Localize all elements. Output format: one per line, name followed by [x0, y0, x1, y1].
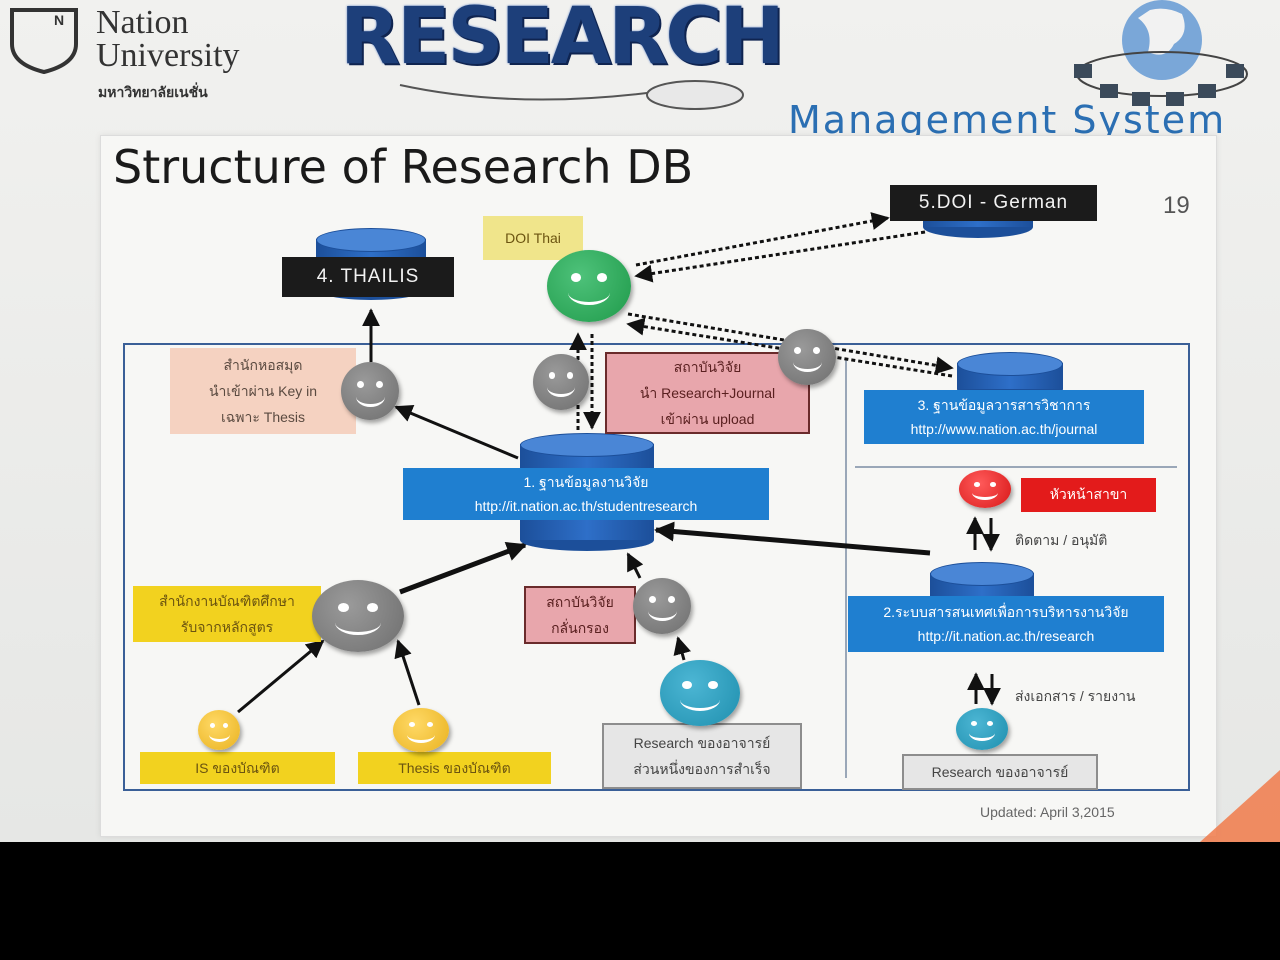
screen: N Nation University มหาวิทยาลัยเนชั่น RE… — [0, 0, 1280, 842]
journal-db-url: http://www.nation.ac.th/journal — [910, 421, 1098, 437]
mis-title: 2.ระบบสารสนเทศเพื่อการบริหารงานวิจัย — [883, 604, 1129, 620]
grad-office-smiley-icon — [312, 580, 404, 652]
slide-page-number: 19 — [1163, 192, 1190, 219]
institute-screen-box: สถาบันวิจัย กลั่นกรอง — [524, 586, 636, 644]
grad-office-line2: รับจากหลักสูตร — [180, 619, 274, 635]
nation-university-logo: N Nation University มหาวิทยาลัยเนชั่น — [8, 6, 278, 106]
grad-office-line1: สำนักงานบัณฑิตศึกษา — [159, 593, 295, 609]
research-staff-success-line2: ส่วนหนึ่งของการสำเร็จ — [633, 761, 771, 777]
follow-approve-label: ติดตาม / อนุมัติ — [1015, 532, 1108, 548]
globe-network-icon — [1074, 0, 1248, 106]
staff-success-smiley-icon — [660, 660, 740, 726]
research-staff-box: Research ของอาจารย์ — [902, 754, 1098, 790]
updated-date: Updated: April 3,2015 — [980, 804, 1115, 820]
frame-divider — [845, 358, 847, 778]
library-line1: สำนักหอสมุด — [223, 357, 303, 373]
institute-screen-line2: กลั่นกรอง — [551, 620, 609, 636]
mis-url: http://it.nation.ac.th/research — [917, 628, 1095, 644]
institute-upload-line1: สถาบันวิจัย — [673, 359, 742, 375]
doi-thai-label: DOI Thai — [483, 216, 583, 260]
logo-name-line1: Nation — [96, 4, 189, 41]
mis-box: 2.ระบบสารสนเทศเพื่อการบริหารงานวิจัย htt… — [848, 596, 1164, 652]
research-db-title: 1. ฐานข้อมูลงานวิจัย — [523, 474, 649, 490]
head-dept-label: หัวหน้าสาขา — [1021, 478, 1156, 512]
diagram-frame — [123, 343, 1190, 791]
shield-icon — [10, 8, 78, 74]
journal-link-smiley-icon — [778, 329, 836, 385]
institute-screen-smiley-icon — [633, 578, 691, 634]
doi-thai-smiley-icon — [547, 250, 631, 322]
logo-letter: N — [54, 12, 65, 28]
library-line3: เฉพาะ Thesis — [220, 409, 306, 425]
mouse-icon — [399, 80, 744, 110]
library-smiley-icon — [341, 362, 399, 420]
thesis-grad-smiley-icon — [393, 708, 449, 752]
research-db-url: http://it.nation.ac.th/studentresearch — [474, 498, 698, 514]
library-line2: นำเข้าผ่าน Key in — [208, 383, 318, 399]
corner-accent — [1200, 770, 1280, 842]
thesis-grad-box: Thesis ของบัณฑิต — [358, 752, 551, 784]
staff-smiley-icon — [956, 708, 1008, 750]
grad-office-box: สำนักงานบัณฑิตศึกษา รับจากหลักสูตร — [133, 586, 321, 642]
institute-upload-box: สถาบันวิจัย นำ Research+Journal เข้าผ่าน… — [605, 352, 810, 434]
institute-upload-line3: เข้าผ่าน upload — [660, 411, 755, 427]
is-grad-smiley-icon — [198, 710, 240, 750]
thailis-label: 4. THAILIS — [282, 257, 454, 297]
institute-upload-line2: นำ Research+Journal — [639, 385, 776, 401]
research-staff-success-line1: Research ของอาจารย์ — [633, 735, 771, 751]
journal-db-box: 3. ฐานข้อมูลวารสารวิชาการ http://www.nat… — [864, 390, 1144, 444]
submit-report-label: ส่งเอกสาร / รายงาน — [1015, 688, 1136, 704]
research-banner: RESEARCH — [340, 0, 785, 82]
frame-divider-horizontal — [855, 466, 1177, 468]
logo-thai-name: มหาวิทยาลัยเนชั่น — [98, 85, 208, 101]
journal-db-title: 3. ฐานข้อมูลวารสารวิชาการ — [917, 397, 1091, 413]
institute-screen-line1: สถาบันวิจัย — [546, 594, 614, 610]
logo-name-line2: University — [96, 37, 240, 74]
is-grad-box: IS ของบัณฑิต — [140, 752, 335, 784]
management-system-subtitle: Management System — [788, 98, 1227, 142]
research-db-box: 1. ฐานข้อมูลงานวิจัย http://it.nation.ac… — [403, 468, 769, 520]
slide-title: Structure of Research DB — [113, 140, 694, 194]
head-dept-smiley-icon — [959, 470, 1011, 508]
doi-german-label: 5.DOI - German — [890, 185, 1097, 221]
research-staff-success-box: Research ของอาจารย์ ส่วนหนึ่งของการสำเร็… — [602, 723, 802, 789]
library-box: สำนักหอสมุด นำเข้าผ่าน Key in เฉพาะ Thes… — [170, 348, 356, 434]
institute-upload-smiley-icon — [533, 354, 589, 410]
